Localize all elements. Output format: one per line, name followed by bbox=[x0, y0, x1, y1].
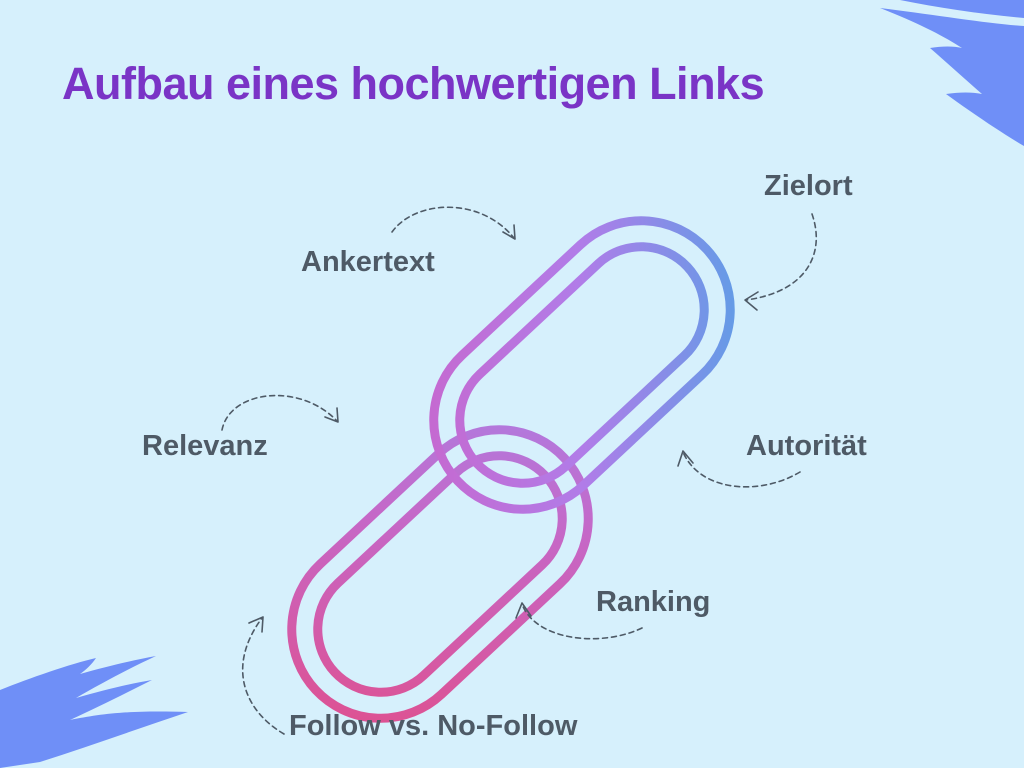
label-relevanz: Relevanz bbox=[142, 430, 268, 462]
label-follow-vs-no-follow: Follow vs. No-Follow bbox=[289, 710, 578, 742]
label-zielort: Zielort bbox=[764, 170, 853, 202]
brush-stroke-top-right bbox=[880, 0, 1024, 146]
brush-stroke-bottom-left bbox=[0, 656, 188, 768]
dashed-arrow-icon-relevanz bbox=[221, 394, 339, 431]
dashed-arrow-icon-follow bbox=[241, 616, 285, 735]
label-ankertext: Ankertext bbox=[301, 246, 435, 278]
label-ranking: Ranking bbox=[596, 586, 711, 618]
dashed-arrow-icon-ankertext bbox=[391, 206, 516, 240]
chain-link-icon bbox=[429, 216, 735, 514]
dashed-arrow-icon-zielort bbox=[744, 213, 817, 311]
dashed-arrow-icon-autoritaet bbox=[677, 450, 801, 488]
page-title: Aufbau eines hochwertigen Links bbox=[62, 58, 765, 109]
dashed-arrow-icon-ranking bbox=[515, 602, 643, 640]
label-autoritaet: Autorität bbox=[746, 430, 867, 462]
